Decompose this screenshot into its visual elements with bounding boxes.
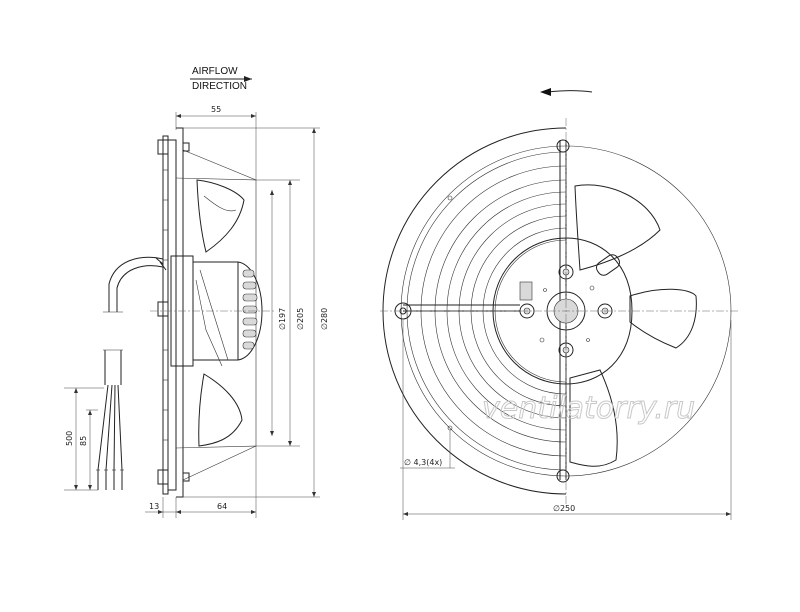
dim-label-hole: ∅ 4,3(4x): [404, 458, 442, 467]
rotation-arrow-icon: [540, 88, 551, 96]
blade-right-middle: [629, 288, 697, 349]
bolt-middle: [157, 301, 169, 317]
blade-right-lower: [569, 369, 618, 467]
front-view: ∅ 4,3(4x) ∅250 ventilatorry.ru: [380, 88, 740, 520]
airflow-label-line1: AIRFLOW: [192, 66, 238, 77]
airflow-label-line2: DIRECTION: [192, 81, 247, 92]
cable-gland: [596, 254, 620, 276]
dim-label-500: 500: [65, 431, 74, 446]
airflow-arrow-icon: [244, 76, 252, 82]
cable-wires: [97, 384, 123, 490]
dim-label-55: 55: [211, 105, 221, 114]
dim-label-64: 64: [217, 502, 227, 511]
terminal-block: [519, 281, 533, 301]
watermark: ventilatorry.ru: [482, 391, 695, 426]
motor-fins: [242, 269, 258, 350]
blade-upper: [196, 179, 245, 253]
mount-top: [556, 139, 570, 153]
dim-label-197: ∅197: [278, 308, 287, 330]
bolt-top: [157, 139, 169, 155]
rotation-arrow-line: [547, 90, 593, 93]
fan-housing: [182, 149, 257, 481]
bolt-bottom: [157, 469, 169, 485]
mount-bottom: [556, 469, 570, 483]
dim-label-280: ∅280: [320, 308, 329, 330]
side-view: AIRFLOW DIRECTION 55: [64, 66, 329, 518]
dim-label-85: 85: [79, 436, 88, 446]
cable-outer: [108, 256, 164, 312]
blade-right-upper: [574, 184, 661, 271]
dim-label-250: ∅250: [553, 504, 575, 513]
dim-label-13: 13: [149, 502, 159, 511]
blade-lower: [198, 373, 243, 447]
dim-label-205: ∅205: [296, 308, 305, 330]
